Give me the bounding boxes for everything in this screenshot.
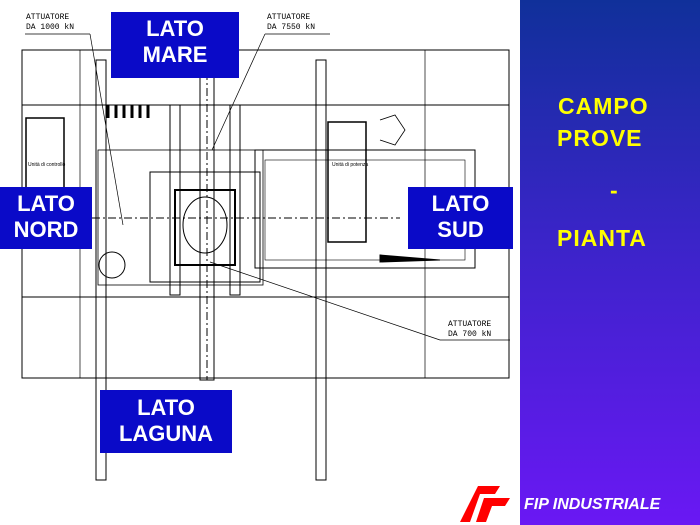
annotation-line: DA 1000 kN	[26, 23, 75, 32]
label-line: LAGUNA	[118, 421, 214, 446]
title-panel	[520, 0, 700, 525]
label-line: LATO	[431, 191, 490, 216]
label-line: LATO	[137, 395, 195, 420]
annotation-line: ATTUATORE	[448, 320, 492, 329]
label-line: MARE	[142, 42, 208, 67]
annotation-line: ATTUATORE	[267, 13, 311, 22]
annotation-line: DA 7550 kN	[267, 23, 316, 32]
label-line: SUD	[437, 217, 484, 242]
title-dash: -	[610, 177, 619, 203]
annotation-line: ATTUATORE	[26, 13, 70, 22]
fip-logo-icon	[460, 486, 510, 522]
title-campo: CAMPO	[558, 93, 649, 119]
label-line: NORD	[13, 217, 79, 242]
brand-name: FIP INDUSTRIALE	[524, 496, 661, 513]
control-unit-label: Unità di controllo	[28, 162, 66, 168]
power-unit-label: Unità di potenza	[332, 162, 369, 168]
label-line: LATO	[17, 191, 75, 216]
label-line: LATO	[146, 16, 204, 41]
test-field-plan-drawing	[21, 33, 510, 481]
title-prove: PROVE	[557, 125, 643, 151]
title-pianta: PIANTA	[557, 225, 647, 251]
annotation-line: DA 700 kN	[448, 330, 492, 339]
